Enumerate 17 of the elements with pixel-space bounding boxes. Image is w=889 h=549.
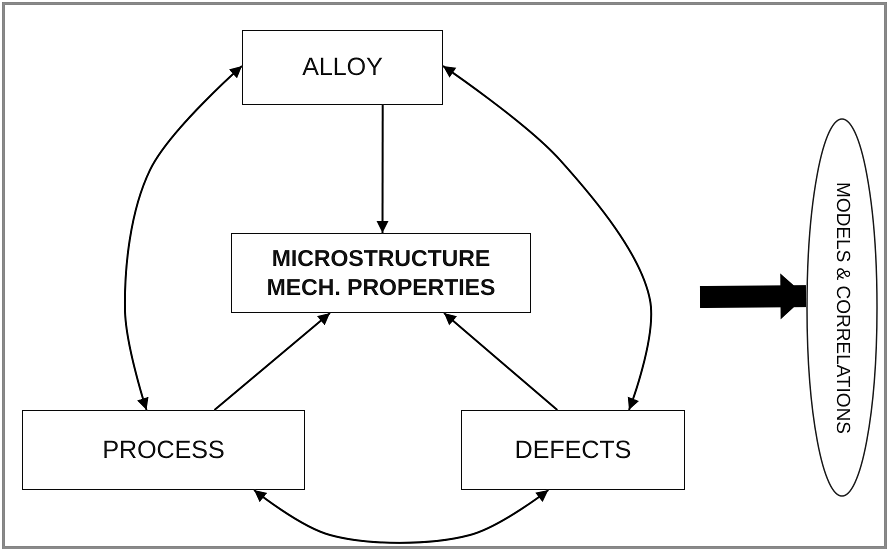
arrow bbox=[124, 65, 243, 410]
process-box bbox=[242, 30, 443, 105]
arrow bbox=[376, 105, 389, 233]
block-arrow bbox=[700, 273, 806, 320]
arrow bbox=[214, 312, 331, 411]
arrow bbox=[253, 489, 549, 544]
ellipse-node bbox=[806, 118, 878, 497]
node-label: ALLOY bbox=[302, 53, 383, 82]
process-box bbox=[461, 410, 685, 490]
node-label: DEFECTS bbox=[514, 436, 632, 464]
process-box bbox=[231, 233, 531, 313]
arrow bbox=[442, 65, 652, 410]
node-label: MODELS & CORRELATIONS bbox=[831, 182, 853, 434]
arrow bbox=[443, 312, 558, 411]
node-label: PROCESS bbox=[102, 436, 225, 464]
process-box bbox=[22, 410, 305, 490]
node-label: MICROSTRUCTURE MECH. PROPERTIES bbox=[266, 244, 496, 302]
